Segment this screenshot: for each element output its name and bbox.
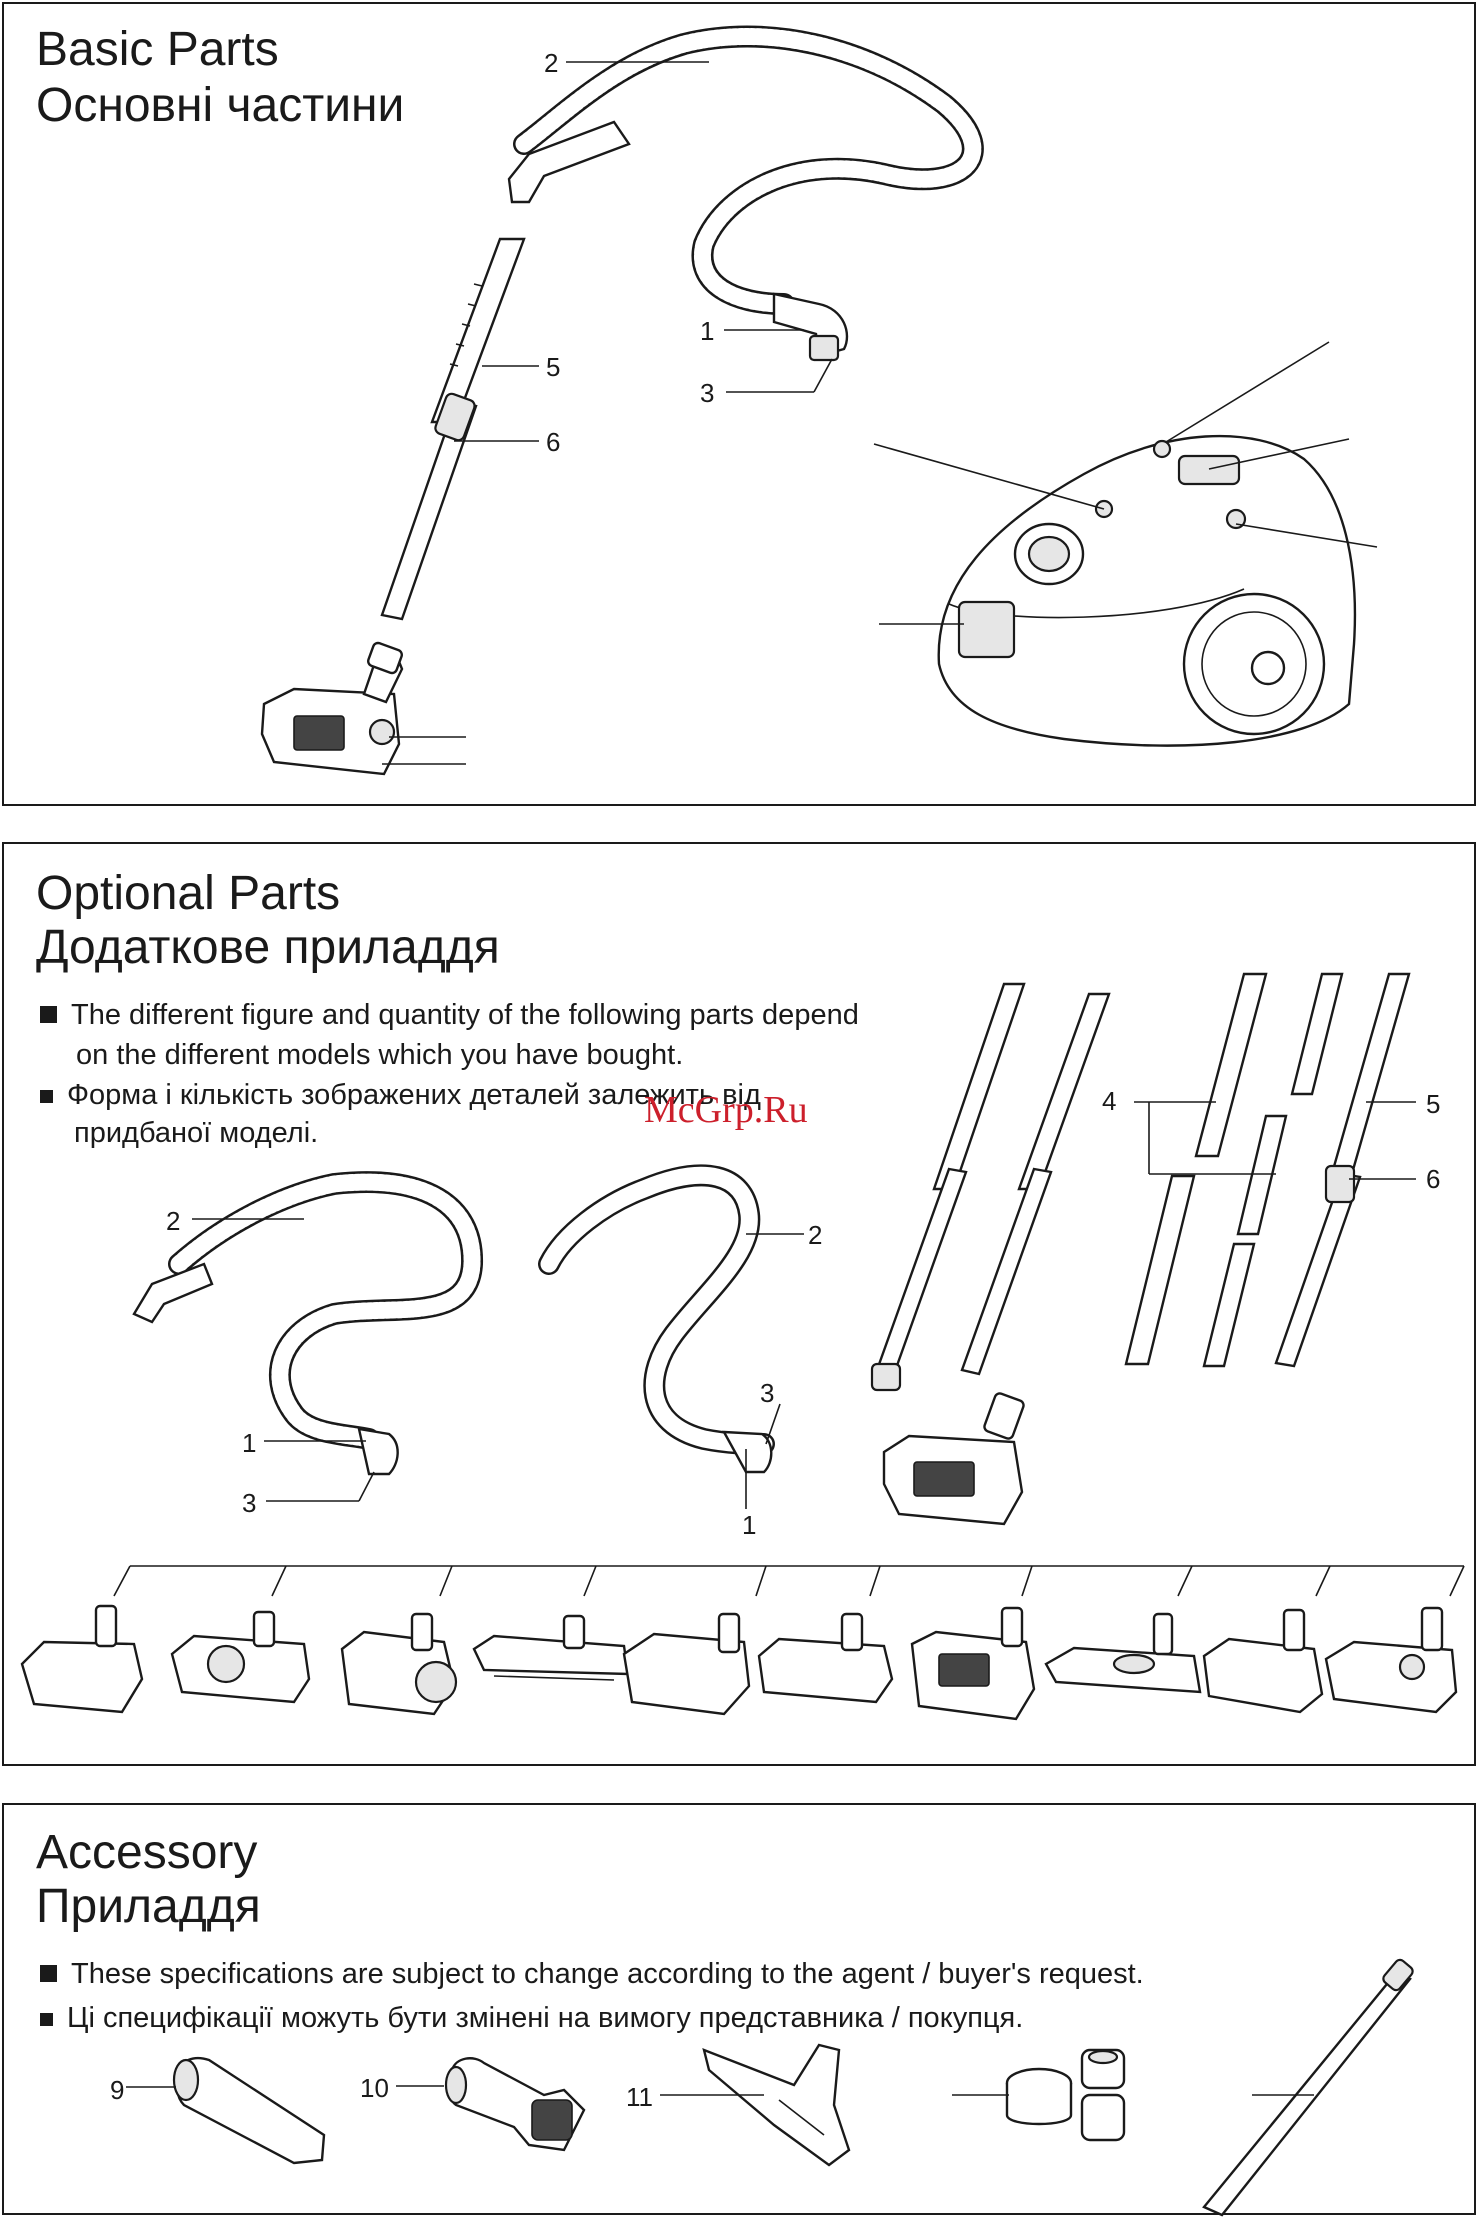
basic-parts-panel: Basic Parts Основні частини xyxy=(2,2,1476,806)
nozzle-2-drawing xyxy=(170,1610,311,1704)
telescopic-pipe-pair-drawing xyxy=(870,982,1111,1392)
nozzle-4-drawing xyxy=(472,1614,630,1681)
optional-parts-title-uk: Додаткове приладдя xyxy=(36,921,500,974)
callout-1: 1 xyxy=(700,316,715,346)
optional-note-en-line2: on the different models which you have b… xyxy=(76,1039,684,1071)
nozzle-9-drawing xyxy=(1202,1608,1324,1714)
clip-holder-drawing xyxy=(1005,2048,1126,2142)
hose-drawing xyxy=(507,25,984,362)
nozzle-5-drawing xyxy=(622,1612,751,1716)
optional-note-uk-line2: придбаної моделі. xyxy=(74,1117,319,1149)
basic-parts-title-en: Basic Parts xyxy=(36,23,279,76)
accessory-title-uk: Приладдя xyxy=(36,1880,261,1933)
callout-left-1: 1 xyxy=(242,1428,257,1458)
basic-parts-title-uk: Основні частини xyxy=(36,79,405,132)
accessory-note-uk-text: Ці специфікації можуть бути змінені на в… xyxy=(67,2002,1024,2034)
extension-wand-drawing xyxy=(1202,1958,1414,2217)
nozzle-7-drawing xyxy=(910,1606,1036,1721)
callout-right-2: 2 xyxy=(808,1220,823,1250)
optional-parts-title-en: Optional Parts xyxy=(36,867,341,920)
optional-parts-illustration xyxy=(20,972,1465,1721)
callout-11: 11 xyxy=(626,2082,653,2112)
nozzle-8-drawing xyxy=(1044,1612,1202,1694)
dusting-brush-drawing xyxy=(444,2057,586,2152)
callout-right-3: 3 xyxy=(760,1378,775,1408)
nozzle-10-drawing xyxy=(1324,1606,1458,1714)
extension-pipes-drawing xyxy=(1124,972,1411,1368)
accessory-panel: Accessory Приладдя These specifications … xyxy=(2,1803,1476,2217)
telescopic-pipe-drawing xyxy=(380,237,526,621)
callout-5: 5 xyxy=(1426,1089,1441,1119)
callout-left-2: 2 xyxy=(166,1206,181,1236)
bullet-square-icon xyxy=(40,1006,57,1023)
bullet-square-icon xyxy=(40,1090,53,1103)
watermark: McGrp.Ru xyxy=(644,1089,808,1131)
callout-left-3: 3 xyxy=(242,1488,257,1518)
basic-parts-illustration xyxy=(260,25,1378,776)
nozzle-3-drawing xyxy=(340,1612,458,1716)
optional-note-uk: Форма і кількість зображених деталей зал… xyxy=(40,1076,761,1114)
vacuum-body-drawing xyxy=(937,434,1357,747)
callout-4: 4 xyxy=(1102,1086,1117,1116)
callout-10: 10 xyxy=(360,2073,389,2103)
callout-2: 2 xyxy=(544,48,559,78)
accessory-title-en: Accessory xyxy=(36,1826,258,1879)
crevice-tool-drawing xyxy=(172,2056,326,2165)
accessory-note-en-text: These specifications are subject to chan… xyxy=(71,1958,1144,1990)
floor-nozzle-drawing xyxy=(260,641,404,776)
optional-note-en-line1: The different figure and quantity of the… xyxy=(71,999,859,1031)
callout-9: 9 xyxy=(110,2075,125,2105)
nozzle-6-drawing xyxy=(757,1612,894,1704)
accessory-note-en: These specifications are subject to chan… xyxy=(40,1955,1144,1993)
accessory-note-uk: Ці специфікації можуть бути змінені на в… xyxy=(40,1999,1023,2037)
bullet-square-icon xyxy=(40,2013,53,2026)
callout-right-1: 1 xyxy=(742,1510,757,1540)
optional-note-en: The different figure and quantity of the… xyxy=(40,996,859,1034)
nozzle-1-drawing xyxy=(20,1604,144,1714)
hose-drawing-left xyxy=(132,1171,484,1476)
callout-5: 5 xyxy=(546,352,561,382)
hose-drawing-right xyxy=(538,1164,775,1474)
optional-note-uk-line1: Форма і кількість зображених деталей зал… xyxy=(67,1079,761,1111)
accessory-illustration xyxy=(126,1958,1414,2217)
optional-parts-panel: Optional Parts Додаткове приладдя The di… xyxy=(2,842,1476,1766)
upholstery-tool-drawing xyxy=(702,2043,851,2167)
bullet-square-icon xyxy=(40,1965,57,1982)
callout-6: 6 xyxy=(1426,1164,1441,1194)
floor-nozzle-drawing xyxy=(882,1392,1025,1526)
callout-6: 6 xyxy=(546,427,561,457)
callout-3: 3 xyxy=(700,378,715,408)
